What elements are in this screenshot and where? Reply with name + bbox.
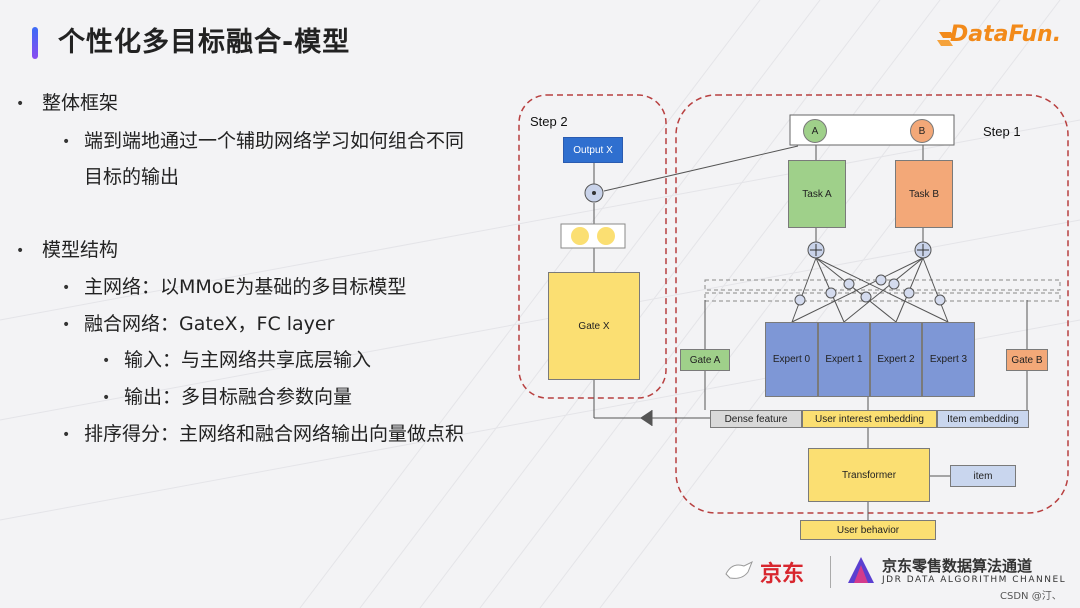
- user-interest-embedding-box: User interest embedding: [802, 410, 937, 428]
- output-x-box: Output X: [563, 137, 623, 163]
- user-behavior-box: User behavior: [800, 520, 936, 540]
- bullet-end-to-end: 端到端地通过一个辅助网络学习如何组合不同: [84, 130, 465, 152]
- dense-feature-box: Dense feature: [710, 410, 802, 428]
- expert-0-box: Expert 0: [765, 322, 818, 397]
- bullet-dot: •: [102, 353, 111, 369]
- expert-2-box: Expert 2: [870, 322, 922, 397]
- node-a: A: [803, 119, 827, 143]
- channel-name: 京东零售数据算法通道: [882, 557, 1033, 575]
- bullet-dot: •: [102, 390, 111, 406]
- transformer-box: Transformer: [808, 448, 930, 502]
- page-title: 个性化多目标融合-模型: [58, 27, 351, 58]
- channel-logo-icon: [848, 557, 874, 583]
- task-a-box: Task A: [788, 160, 846, 228]
- bullet-dot: •: [16, 243, 25, 259]
- jd-dog-icon: [725, 560, 753, 579]
- expert-3-box: Expert 3: [922, 322, 975, 397]
- datafun-logo-icon: [937, 32, 955, 46]
- gate-b-box: Gate B: [1006, 349, 1048, 371]
- expert-1-box: Expert 1: [818, 322, 870, 397]
- item-box: item: [950, 465, 1016, 487]
- title-accent-bar: [32, 27, 38, 59]
- bullet-input: 输入：与主网络共享底层输入: [124, 349, 372, 371]
- channel-name-en: JDR DATA ALGORITHM CHANNEL: [882, 575, 1067, 585]
- item-embedding-box: Item embedding: [937, 410, 1029, 428]
- bullet-fusion-network: 融合网络：GateX，FC layer: [84, 313, 335, 335]
- bullet-output: 输出：多目标融合参数向量: [124, 386, 353, 408]
- bullet-dot: •: [62, 134, 71, 150]
- bullet-model-structure: 模型结构: [42, 239, 119, 261]
- bullet-dot: •: [62, 427, 71, 443]
- step1-label: Step 1: [983, 124, 1021, 139]
- bullet-dot: •: [16, 96, 25, 112]
- jd-logo: 京东: [760, 562, 805, 587]
- node-b: B: [910, 119, 934, 143]
- bullet-main-network: 主网络：以MMoE为基础的多目标模型: [84, 276, 407, 298]
- footer-separator: [830, 556, 831, 588]
- csdn-watermark: CSDN @汀、: [1000, 591, 1062, 602]
- bullet-ranking-score: 排序得分：主网络和融合网络输出向量做点积: [84, 423, 465, 445]
- bullet-end-to-end-cont: 目标的输出: [84, 166, 180, 188]
- task-b-box: Task B: [895, 160, 953, 228]
- gate-x-box: Gate X: [548, 272, 640, 380]
- datafun-logo: DataFun.: [950, 22, 1062, 47]
- bullet-dot: •: [62, 317, 71, 333]
- bullet-overall: 整体框架: [42, 92, 119, 114]
- step2-label: Step 2: [530, 114, 568, 129]
- gate-a-box: Gate A: [680, 349, 730, 371]
- bullet-dot: •: [62, 280, 71, 296]
